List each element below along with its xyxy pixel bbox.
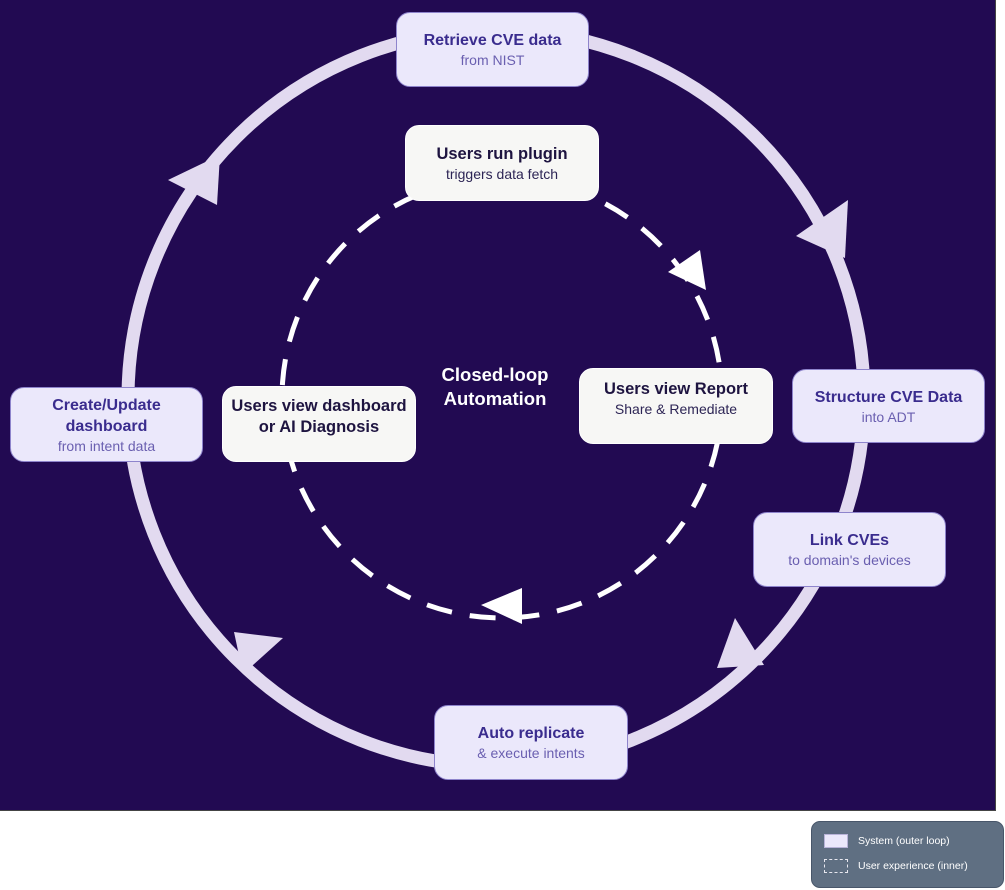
legend-item-system: System (outer loop) [824, 834, 950, 848]
outer-arrow-bottomleft-icon [234, 632, 283, 674]
node-subtitle: from NIST [460, 52, 525, 68]
center-label: Closed-loop Automation [420, 363, 570, 411]
outer-arrow-topright-icon [796, 200, 848, 258]
legend-swatch-solid-icon [824, 834, 848, 848]
node-structure-cve-data[interactable]: Structure CVE Data into ADT [792, 369, 985, 443]
node-subtitle: Share & Remediate [614, 401, 738, 417]
node-subtitle: from intent data [57, 437, 156, 454]
center-label-line-2: Automation [443, 388, 547, 409]
node-title-line-1: Users view dashboard [231, 397, 407, 415]
node-create-update-dashboard[interactable]: Create/Update dashboard from intent data [10, 387, 203, 462]
node-title: Users view Report [604, 380, 748, 398]
node-retrieve-cve-data[interactable]: Retrieve CVE data from NIST [396, 12, 589, 87]
node-subtitle: triggers data fetch [445, 165, 559, 182]
legend-item-user: User experience (inner) [824, 859, 968, 873]
node-auto-replicate[interactable]: Auto replicate & execute intents [434, 705, 628, 780]
center-label-line-1: Closed-loop [441, 364, 549, 385]
node-title: Link CVEs [809, 532, 890, 549]
node-users-view-dashboard[interactable]: Users view dashboard or AI Diagnosis [222, 386, 416, 462]
node-subtitle: into ADT [861, 408, 916, 425]
node-subtitle: to domain's devices [788, 552, 911, 568]
legend-label: User experience (inner) [858, 860, 968, 872]
node-title: Structure CVE Data [814, 388, 963, 406]
node-title-line-2: or AI Diagnosis [258, 418, 380, 436]
legend: System (outer loop) User experience (inn… [811, 821, 1004, 888]
legend-label: System (outer loop) [858, 835, 950, 847]
outer-arrow-topleft-icon [168, 155, 220, 205]
legend-swatch-dashed-icon [824, 859, 848, 873]
node-title: Users run plugin [436, 144, 568, 163]
outer-arrow-bottomright-icon [717, 618, 764, 668]
node-users-run-plugin[interactable]: Users run plugin triggers data fetch [405, 125, 599, 201]
node-users-view-report[interactable]: Users view Report Share & Remediate [579, 368, 773, 444]
inner-arrow-bottom-icon [481, 588, 522, 624]
node-title-line-2: dashboard [65, 417, 148, 435]
inner-arrow-right-icon [668, 250, 706, 290]
node-title-line-1: Create/Update [52, 396, 161, 414]
node-subtitle: & execute intents [477, 745, 585, 761]
node-title: Auto replicate [477, 725, 585, 742]
node-link-cves[interactable]: Link CVEs to domain's devices [753, 512, 946, 587]
node-title: Retrieve CVE data [423, 32, 562, 49]
